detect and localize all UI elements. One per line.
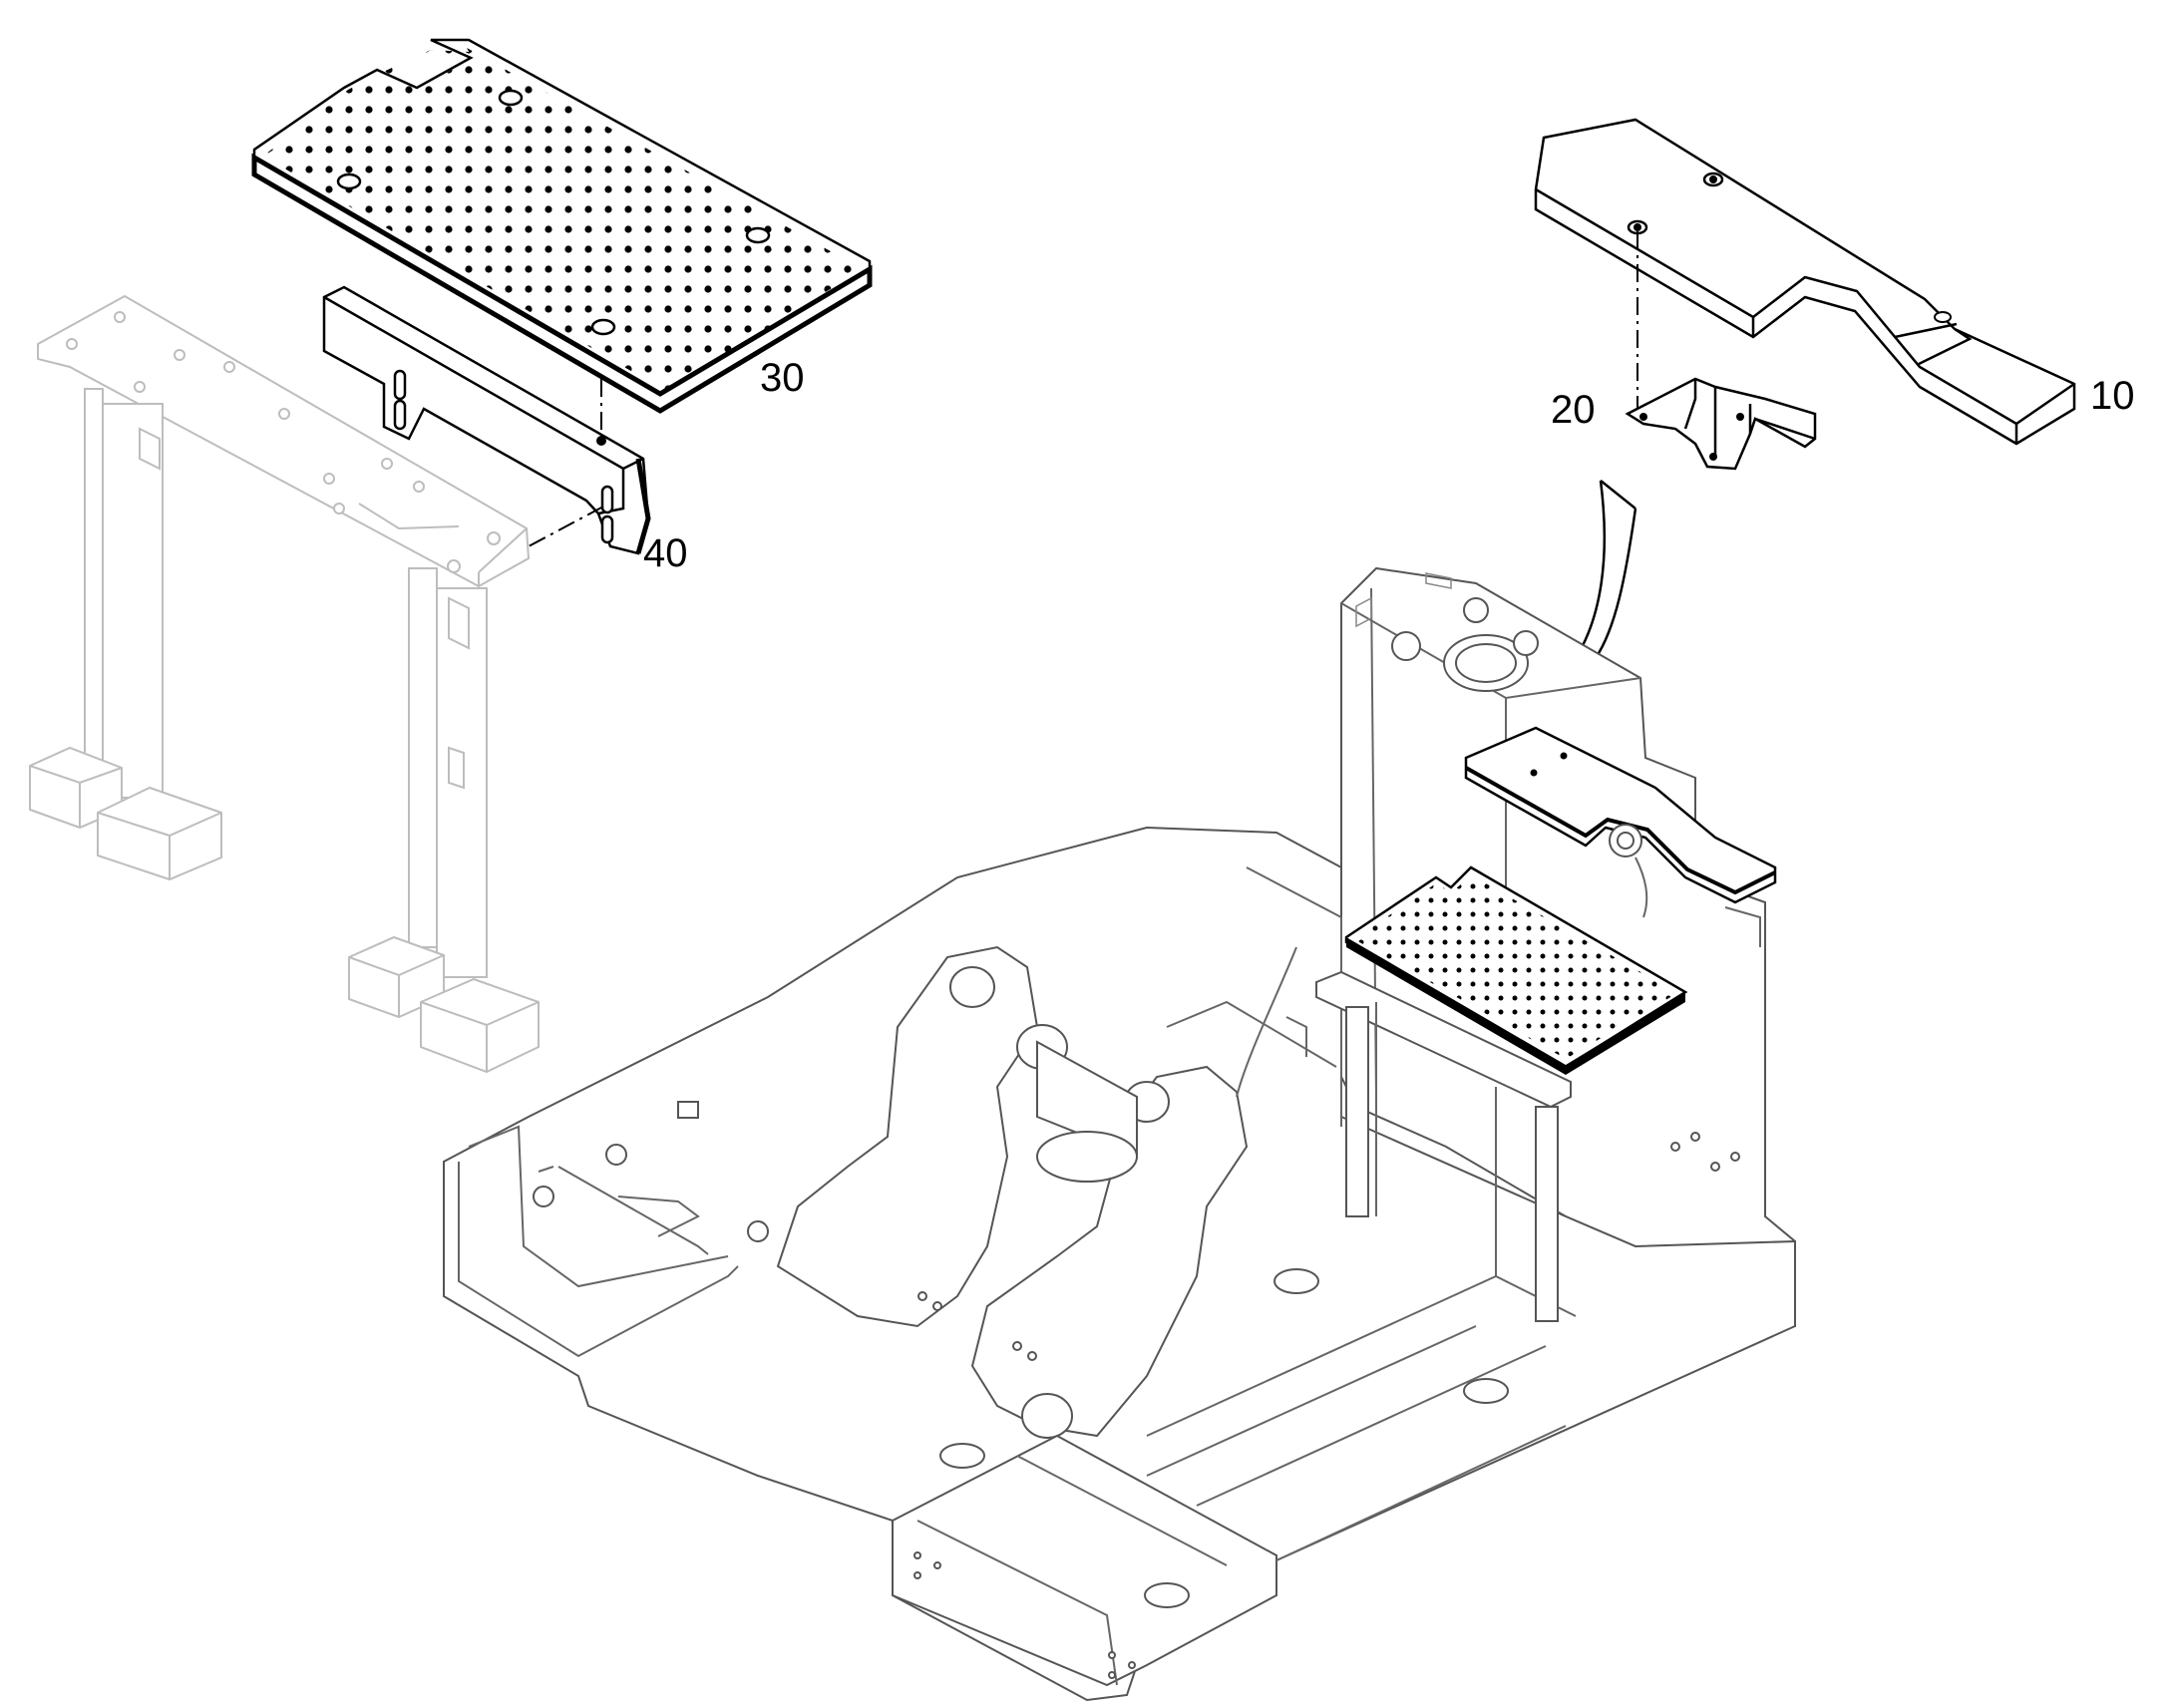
bracket-40 xyxy=(322,285,651,555)
small-bracket-20 xyxy=(1625,377,1817,471)
frame-detail-holes xyxy=(913,1132,1740,1679)
upperstructure-frame xyxy=(443,566,1796,1702)
callout-20: 20 xyxy=(1551,388,1596,432)
ghost-plate-holes xyxy=(66,311,501,573)
callout-10: 10 xyxy=(2090,374,2135,418)
plate-30-mount-holes xyxy=(336,89,771,336)
cover-plate-10 xyxy=(1534,118,2076,446)
ghost-platform-frame xyxy=(29,294,540,1074)
callout-40: 40 xyxy=(643,531,688,575)
callout-30: 30 xyxy=(760,356,805,400)
assembly-line-40-frame xyxy=(528,506,604,547)
perforated-step-plate-30 xyxy=(251,38,873,414)
